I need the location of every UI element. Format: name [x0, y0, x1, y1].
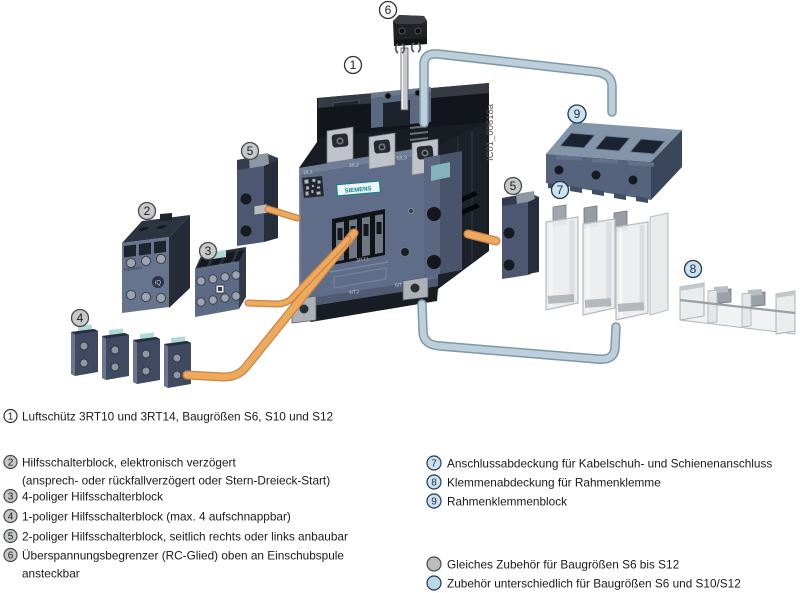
svg-text:4: 4	[8, 512, 14, 523]
svg-text:2: 2	[144, 204, 151, 218]
svg-text:2-poliger Hilfsschalterblock,: 2-poliger Hilfsschalterblock, seitlich r…	[22, 530, 348, 544]
svg-text:9: 9	[431, 497, 437, 508]
svg-text:5/L3: 5/L3	[397, 155, 408, 162]
svg-text:4/T2: 4/T2	[349, 289, 360, 296]
svg-text:1/L1: 1/L1	[303, 169, 314, 176]
svg-text:Gleiches Zubehör für Baugrößen: Gleiches Zubehör für Baugrößen S6 bis S1…	[447, 558, 679, 572]
svg-text:(ansprech- oder rückfallverzög: (ansprech- oder rückfallverzögert oder S…	[22, 474, 330, 488]
svg-text:Luftschütz 3RT10 und 3RT14, Ba: Luftschütz 3RT10 und 3RT14, Baugrößen S6…	[22, 410, 333, 424]
svg-text:iQ: iQ	[155, 281, 161, 287]
svg-text:5: 5	[510, 179, 517, 193]
svg-text:2: 2	[8, 458, 14, 469]
svg-text:8: 8	[690, 262, 697, 276]
svg-text:4-poliger Hilfsschalterblock: 4-poliger Hilfsschalterblock	[22, 490, 163, 504]
svg-text:8: 8	[431, 478, 437, 489]
svg-text:9: 9	[574, 107, 581, 121]
svg-text:3: 3	[8, 492, 14, 503]
svg-text:Klemmenabdeckung für Rahmenkle: Klemmenabdeckung für Rahmenklemme	[447, 476, 661, 490]
svg-text:1-poliger Hilfsschalterblock (: 1-poliger Hilfsschalterblock (max. 4 auf…	[22, 510, 291, 524]
svg-text:7: 7	[431, 459, 437, 470]
svg-text:ansteckbar: ansteckbar	[22, 567, 80, 581]
svg-text:1: 1	[8, 412, 14, 423]
svg-text:5: 5	[247, 144, 254, 158]
svg-text:3RT1: 3RT1	[356, 257, 370, 264]
svg-text:7: 7	[557, 183, 564, 197]
svg-text:Hilfsschalterblock, elektronis: Hilfsschalterblock, elektronisch verzöge…	[22, 456, 236, 470]
svg-text:3: 3	[205, 244, 212, 258]
svg-text:Überspannungsbegrenzer (RC-Gli: Überspannungsbegrenzer (RC-Glied) oben a…	[22, 549, 344, 563]
svg-text:4: 4	[77, 311, 84, 325]
svg-text:Anschlussabdeckung für Kabelsc: Anschlussabdeckung für Kabelschuh- und S…	[447, 457, 772, 471]
svg-text:SIEMENS: SIEMENS	[124, 265, 143, 272]
svg-text:6: 6	[385, 3, 392, 17]
svg-text:6: 6	[8, 551, 14, 562]
svg-text:3/L2: 3/L2	[349, 162, 360, 169]
svg-text:5: 5	[8, 532, 14, 543]
svg-text:1: 1	[350, 58, 357, 72]
svg-text:SIEMENS: SIEMENS	[344, 186, 371, 194]
svg-text:IC01_00618a: IC01_00618a	[485, 103, 496, 161]
svg-text:6/T3: 6/T3	[395, 282, 406, 289]
svg-text:Rahmenklemmenblock: Rahmenklemmenblock	[447, 495, 567, 509]
svg-text:Zubehör unterschiedlich für Ba: Zubehör unterschiedlich für Baugrößen S6…	[447, 577, 741, 591]
